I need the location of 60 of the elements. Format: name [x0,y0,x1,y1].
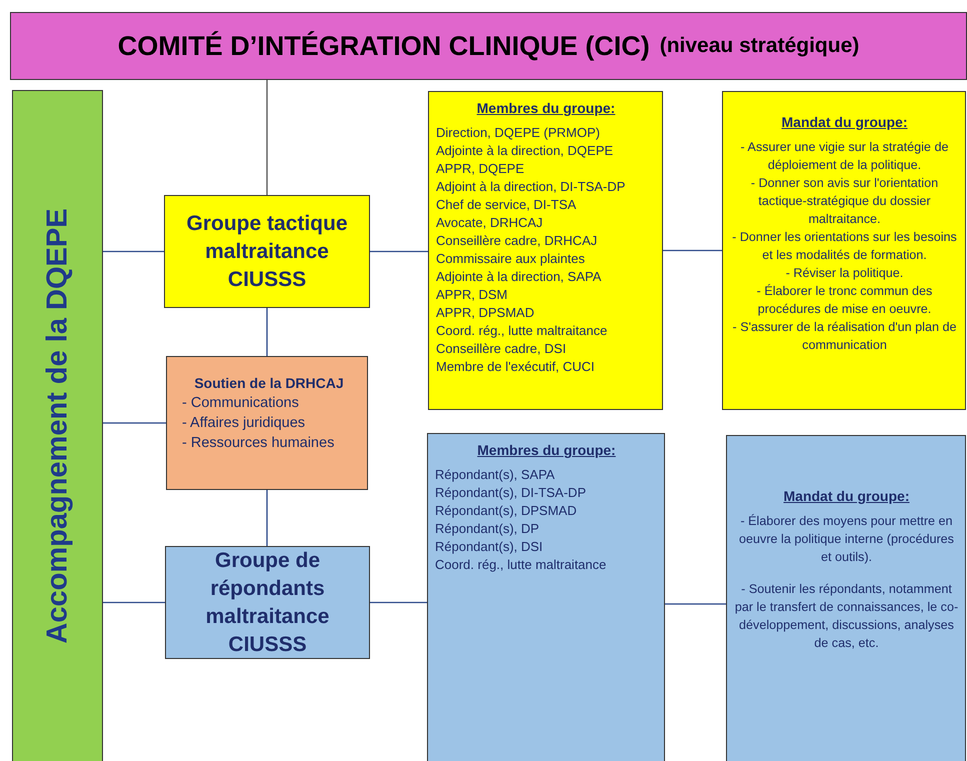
member-entry: Adjointe à la direction, DQEPE [436,142,614,160]
list-item: - Affaires juridiques [181,414,306,433]
support-box [166,356,368,490]
group-box [165,546,370,659]
subtitle: (niveau stratégique) [660,34,860,58]
panel-heading: Membres du groupe: [476,100,616,116]
panel-heading: Membres du groupe: [476,442,617,458]
connector-line [103,602,165,604]
side-bar [12,90,103,761]
connector-line [663,250,722,252]
mandate-item: - Soutenir les répondants, notamment par le transfert de connaissances, le co-développement, discussions, analyses de cas, etc. [734,581,959,652]
mandate-item: - Élaborer le tronc commun des procédures de mise en oeuvre. [756,283,934,318]
member-entry: Adjoint à la direction, DI-TSA-DP [436,178,626,196]
mandate-item: - Élaborer des moyens pour mettre en oeuvre la politique interne (procédures et outils). [738,513,955,566]
member-entry: Avocate, DRHCAJ [436,214,544,232]
panel-heading: Mandat du groupe: [782,488,910,504]
member-entry: Direction, DQEPE (PRMOP) [436,124,601,142]
member-entry: Répondant(s), DSI [435,538,544,556]
list-item: - Communications [181,394,300,413]
member-entry: Commissaire aux plaintes [436,250,586,268]
member-entry: Conseillère cadre, DRHCAJ [436,232,598,250]
members-panel [427,433,665,761]
connector-line [266,490,268,546]
member-entry: Répondant(s), DPSMAD [435,502,578,520]
panel-heading: Mandat du groupe: [780,114,908,130]
mandate-panel [726,435,966,761]
member-entry: Coord. rég., lutte maltraitance [435,556,608,574]
connector-line [266,80,268,195]
connector-line [665,603,726,605]
member-entry: Répondant(s), DP [435,520,540,538]
group-title: Groupe tactique maltraitance CIUSSS [185,210,349,292]
member-entry: Conseillère cadre, DSI [436,340,568,358]
title-banner [10,12,967,80]
member-entry: Répondant(s), SAPA [435,466,556,484]
group-title: Groupe de répondants maltraitance CIUSSS [204,548,330,658]
title: COMITÉ D’INTÉGRATION CLINIQUE (CIC) [118,30,650,62]
connector-line [370,602,427,604]
member-entry: APPR, DSM [436,286,509,304]
mandate-item: - Assurer une vigie sur la stratégie de déploiement de la politique. [740,139,950,174]
member-entry: Membre de l'exécutif, CUCI [436,358,596,376]
mandate-panel [722,91,966,410]
box-heading: Soutien de la DRHCAJ [193,374,345,393]
connector-line [370,250,428,252]
member-entry: APPR, DPSMAD [436,304,536,322]
connector-line [266,308,268,356]
mandate-item: - Réviser la politique. [784,265,904,282]
mandate-item: - S'assurer de la réalisation d'un plan de communication [732,319,958,354]
member-entry: Répondant(s), DI-TSA-DP [435,484,587,502]
mandate-item: - Donner les orientations sur les besoins et les modalités de formation. [731,229,958,264]
connector-line [103,250,164,252]
connector-line [103,422,166,424]
side-label: Accompagnement de la DQEPE [42,208,74,644]
list-item: - Ressources humaines [181,434,336,453]
group-box [164,195,370,308]
member-entry: Chef de service, DI-TSA [436,196,578,214]
member-entry: Coord. rég., lutte maltraitance [436,322,608,340]
member-entry: Adjointe à la direction, SAPA [436,268,602,286]
members-panel [428,91,663,410]
member-entry: APPR, DQEPE [436,160,526,178]
mandate-item: - Donner son avis sur l'orientation tactique-stratégique du dossier maltraitance. [750,175,940,228]
